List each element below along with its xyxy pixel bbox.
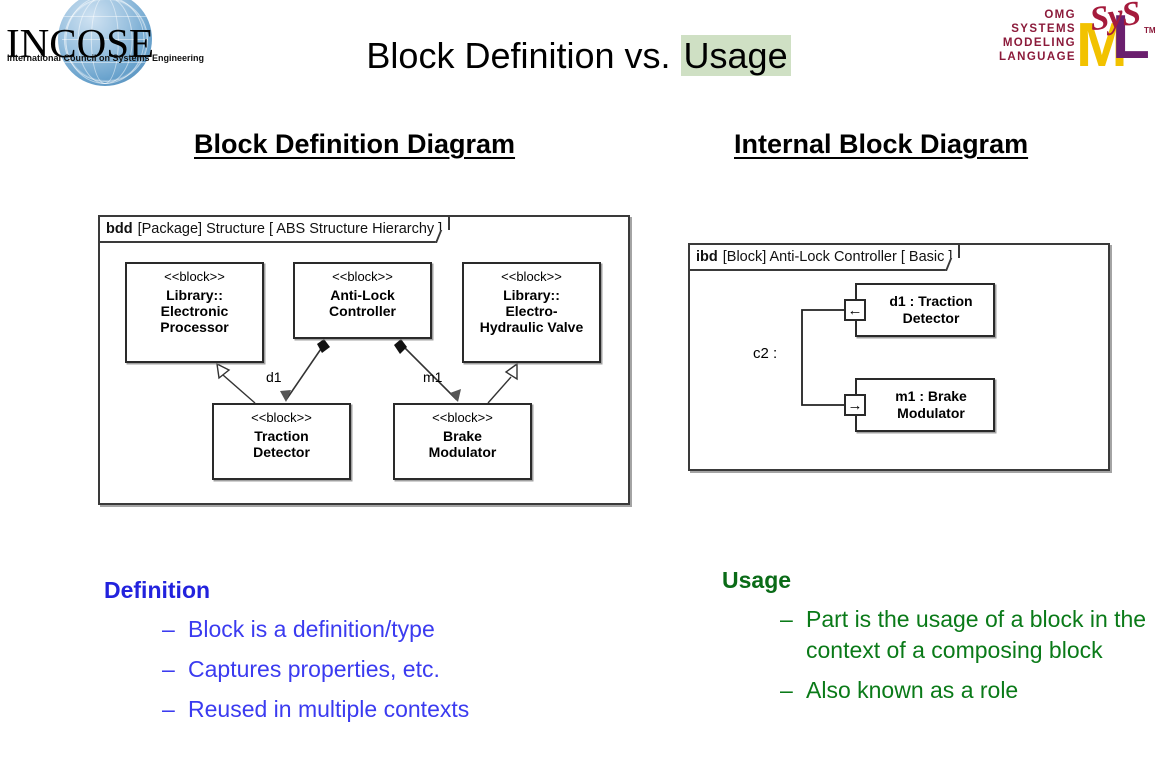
block-name: Traction Detector	[253, 427, 310, 460]
block-name: Anti-Lock Controller	[329, 286, 396, 319]
ibd-frame-kind: ibd	[696, 249, 718, 265]
arrow-left-icon[interactable]: ←	[844, 299, 866, 321]
bdd-block-brake-modulator[interactable]: <<block>> Brake Modulator	[393, 403, 532, 480]
list-item-text: Reused in multiple contexts	[188, 696, 470, 722]
connector-label-c2: c2 :	[753, 345, 778, 362]
usage-bullet-list: – Part is the usage of a block in the co…	[722, 604, 1152, 706]
definition-bullet-list: – Block is a definition/type – Captures …	[104, 614, 664, 725]
bdd-section-heading: Block Definition Diagram	[194, 129, 516, 159]
page-title-prefix: Block Definition vs.	[366, 35, 681, 76]
ibd-frame-descriptor: [Block] Anti-Lock Controller [ Basic ]	[722, 249, 953, 265]
sysml-mark-icon: M L SyS TM	[1074, 0, 1156, 80]
omg-line-1: OMG	[1044, 9, 1076, 21]
stereotype-label: <<block>>	[164, 269, 225, 284]
list-item: – Captures properties, etc.	[104, 654, 664, 685]
omg-line-4: LANGUAGE	[998, 51, 1076, 63]
stereotype-label: <<block>>	[332, 269, 393, 284]
list-item: – Also known as a role	[722, 675, 1152, 706]
incose-wordmark: INCOSE	[6, 20, 155, 66]
omg-sysml-logo: OMG SYSTEMS MODELING LANGUAGE M L SyS TM	[976, 0, 1156, 80]
bdd-block-anti-lock-controller[interactable]: <<block>> Anti-Lock Controller	[293, 262, 432, 339]
block-definition-diagram: bdd [Package] Structure [ ABS Structure …	[98, 215, 630, 505]
bdd-frame-descriptor: [Package] Structure [ ABS Structure Hier…	[137, 221, 443, 237]
sysml-letter-l: L	[1112, 3, 1150, 72]
ibd-section-heading: Internal Block Diagram	[734, 129, 1029, 159]
block-name: Library:: Electro- Hydraulic Valve	[479, 286, 584, 335]
composition-arrowhead-m1	[450, 389, 461, 402]
incose-tagline: International Council on Systems Enginee…	[7, 53, 205, 63]
definition-title: Definition	[104, 577, 211, 603]
ibd-frame-label: ibd [Block] Anti-Lock Controller [ Basic…	[688, 243, 966, 271]
bdd-block-traction-detector[interactable]: <<block>> Traction Detector	[212, 403, 351, 480]
sysml-letter-m: M	[1076, 11, 1128, 80]
ibd-part-m1-brake-modulator[interactable]: m1 : Brake Modulator	[855, 378, 995, 432]
bdd-block-electro-hydraulic-valve[interactable]: <<block>> Library:: Electro- Hydraulic V…	[462, 262, 601, 363]
page-title-highlight: Usage	[680, 35, 791, 76]
bullet-dash-icon: –	[162, 616, 175, 642]
ibd-part-d1-traction-detector[interactable]: d1 : Traction Detector	[855, 283, 995, 337]
stereotype-label: <<block>>	[501, 269, 562, 284]
list-item-text: Also known as a role	[806, 677, 1019, 703]
block-name: Library:: Electronic Processor	[160, 286, 229, 335]
composition-diamond-d1	[317, 339, 330, 353]
composition-diamond-m1	[394, 339, 407, 354]
omg-line-3: MODELING	[1002, 37, 1076, 49]
bdd-frame-kind: bdd	[106, 221, 133, 237]
stereotype-label: <<block>>	[432, 410, 493, 425]
definition-section: Definition – Block is a definition/type …	[104, 576, 664, 734]
block-name: Brake Modulator	[428, 427, 497, 460]
incose-logo: INCOSE International Council on Systems …	[0, 0, 204, 92]
list-item-text: Part is the usage of a block in the cont…	[806, 606, 1147, 663]
list-item-text: Captures properties, etc.	[188, 656, 440, 682]
bdd-frame-label: bdd [Package] Structure [ ABS Structure …	[98, 215, 456, 243]
page-title: Block Definition vs. Usage	[0, 34, 1157, 78]
bullet-dash-icon: –	[780, 606, 793, 632]
list-item: – Part is the usage of a block in the co…	[722, 604, 1152, 666]
edge-label-m1: m1	[423, 369, 443, 385]
frame-tab-clip-corner	[435, 230, 456, 243]
composition-edge-d1	[285, 342, 326, 401]
usage-section: Usage – Part is the usage of a block in …	[722, 566, 1152, 715]
arrow-right-icon[interactable]: →	[844, 394, 866, 416]
stereotype-label: <<block>>	[251, 410, 312, 425]
connector-c2	[801, 309, 844, 406]
omg-line-2: SYSTEMS	[1011, 23, 1076, 35]
usage-title: Usage	[722, 567, 792, 593]
globe-icon	[58, 0, 152, 86]
generalization-triangle-traction	[216, 362, 231, 380]
edge-label-d1: d1	[266, 369, 282, 385]
composition-arrowhead-d1	[280, 390, 291, 402]
list-item: – Reused in multiple contexts	[104, 694, 664, 725]
bullet-dash-icon: –	[162, 656, 175, 682]
frame-tab-clip-corner	[945, 258, 966, 271]
omg-sysml-wordmark: OMG SYSTEMS MODELING LANGUAGE	[976, 8, 1076, 64]
bullet-dash-icon: –	[780, 677, 793, 703]
bdd-block-electronic-processor[interactable]: <<block>> Library:: Electronic Processor	[125, 262, 264, 363]
generalization-edge-traction	[222, 374, 256, 404]
generalization-edge-brake	[487, 376, 512, 404]
internal-block-diagram: ibd [Block] Anti-Lock Controller [ Basic…	[688, 243, 1110, 471]
list-item: – Block is a definition/type	[104, 614, 664, 645]
trademark-icon: TM	[1144, 26, 1156, 35]
list-item-text: Block is a definition/type	[188, 616, 435, 642]
generalization-triangle-brake	[504, 362, 518, 381]
bullet-dash-icon: –	[162, 696, 175, 722]
